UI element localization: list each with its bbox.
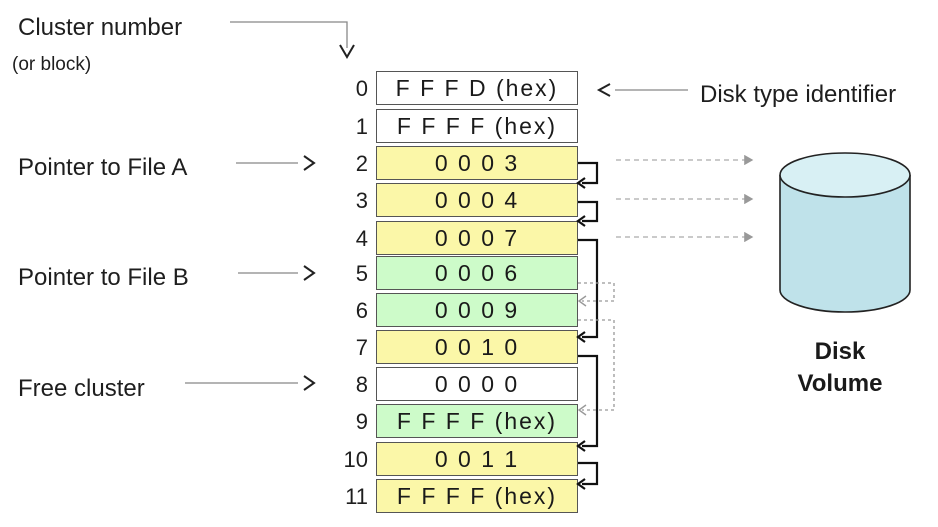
free-cluster-arrow	[185, 375, 316, 391]
fat-entry: F F F F (hex)	[376, 109, 578, 143]
fat-entry: 0 0 0 7	[376, 221, 578, 255]
disk-volume-icon	[779, 152, 911, 313]
fat-entry: 0 0 0 4	[376, 183, 578, 217]
fat-entry: 0 0 1 0	[376, 330, 578, 364]
cluster-index: 9	[355, 409, 368, 434]
file-b-chain	[578, 282, 615, 411]
cluster-index: 10	[343, 447, 368, 472]
cluster-number-arrow	[230, 21, 348, 48]
pointer-file-a-arrow	[236, 155, 316, 171]
fat-entry: F F F D (hex)	[376, 71, 578, 105]
cluster-index: 7	[355, 335, 368, 360]
pointer-file-a-label: Pointer to File A	[18, 154, 188, 181]
fat-entry: 0 0 0 3	[376, 146, 578, 180]
cluster-index: 3	[355, 188, 368, 213]
disk-label: Disk	[814, 338, 866, 365]
fat-entry: 0 0 0 0	[376, 367, 578, 401]
cluster-index: 6	[355, 298, 368, 323]
file-a-chain	[576, 161, 599, 490]
cluster-index: 2	[355, 151, 368, 176]
cluster-index: 0	[355, 76, 368, 101]
chevron-left-icon	[596, 83, 611, 97]
cluster-index: 4	[355, 226, 368, 251]
cluster-number-label: Cluster number	[18, 14, 183, 41]
free-cluster-label: Free cluster	[18, 375, 145, 402]
fat-entry: F F F F (hex)	[376, 404, 578, 438]
pointer-file-b-arrow	[238, 265, 316, 281]
fat-entry: 0 0 0 6	[376, 256, 578, 290]
disk-type-identifier-label: Disk type identifier	[700, 81, 897, 108]
fat-entry: F F F F (hex)	[376, 479, 578, 513]
volume-label: Volume	[797, 370, 883, 397]
cluster-index: 1	[355, 114, 368, 139]
cluster-index: 11	[345, 484, 368, 509]
chevron-down-icon	[339, 44, 355, 59]
pointer-file-b-label: Pointer to File B	[18, 264, 189, 291]
or-block-label: (or block)	[12, 54, 92, 75]
cluster-index: 5	[355, 261, 368, 286]
disk-link-arrows	[616, 154, 754, 243]
cluster-index: 8	[355, 372, 368, 397]
fat-entry: 0 0 0 9	[376, 293, 578, 327]
fat-entry: 0 0 1 1	[376, 442, 578, 476]
